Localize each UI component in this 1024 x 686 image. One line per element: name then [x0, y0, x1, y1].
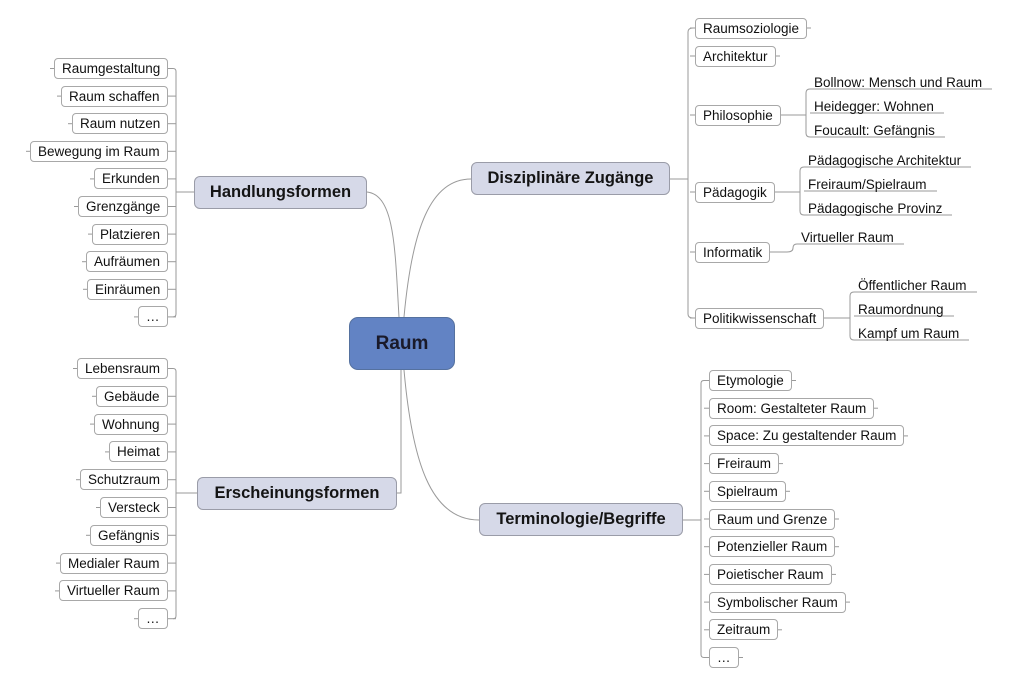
subtopic[interactable]: Foucault: Gefängnis [814, 123, 935, 138]
list-item[interactable]: Gefängnis [90, 524, 168, 546]
more-items-ellipsis[interactable]: … [709, 647, 739, 668]
list-item[interactable]: Lebensraum [77, 358, 169, 379]
branch-disziplinaere-zugaenge[interactable]: Disziplinäre Zugänge [471, 162, 670, 195]
root-to-disziplinaere-zugaenge [403, 178, 472, 318]
discipline-philosophie[interactable]: Philosophie [695, 104, 781, 126]
connector-line [687, 27, 694, 319]
discipline-architektur[interactable]: Architektur [695, 45, 776, 67]
root-to-terminologie [403, 369, 480, 521]
list-item[interactable]: Aufräumen [86, 251, 169, 273]
discipline-paedagogik[interactable]: Pädagogik [695, 181, 775, 203]
list-item[interactable]: Raum nutzen [72, 113, 169, 135]
list-item[interactable]: Gebäude [96, 385, 168, 407]
connector-line [172, 371, 177, 620]
list-item[interactable]: Zeitraum [709, 619, 779, 641]
list-item[interactable]: Platzieren [92, 223, 169, 245]
list-item[interactable]: Erkunden [94, 168, 168, 190]
discipline-informatik[interactable]: Informatik [695, 241, 771, 263]
central-topic-raum[interactable]: Raum [349, 317, 455, 370]
list-item[interactable]: Medialer Raum [60, 552, 168, 574]
list-item[interactable]: Grenzgänge [78, 196, 169, 217]
connector-line [700, 380, 705, 658]
discipline-politikwissenschaft[interactable]: Politikwissenschaft [695, 307, 825, 329]
connector-line [168, 68, 177, 72]
subtopic[interactable]: Pädagogische Provinz [808, 201, 943, 216]
subtopic[interactable]: Pädagogische Architektur [808, 153, 962, 168]
list-item[interactable]: Virtueller Raum [59, 580, 168, 602]
branch-erscheinungsformen[interactable]: Erscheinungsformen [197, 477, 397, 510]
list-item[interactable]: Schutzraum [80, 469, 169, 491]
subtopic[interactable]: Kampf um Raum [858, 326, 960, 341]
list-item[interactable]: Space: Zu gestaltender Raum [709, 425, 905, 447]
root-to-handlungsformen [366, 191, 400, 318]
list-item[interactable]: Bewegung im Raum [30, 140, 168, 162]
connector-line [799, 166, 805, 216]
list-item[interactable]: Potenzieller Raum [709, 536, 836, 558]
subtopic[interactable]: Virtueller Raum [801, 230, 894, 245]
list-item[interactable]: Raum schaffen [61, 85, 168, 107]
more-items-ellipsis[interactable]: … [138, 608, 168, 630]
list-item[interactable]: Einräumen [87, 278, 169, 300]
list-item[interactable]: Wohnung [94, 413, 168, 435]
subtopic[interactable]: Öffentlicher Raum [858, 278, 967, 293]
list-item[interactable]: Poietischer Raum [709, 563, 832, 585]
list-item[interactable]: Heimat [109, 441, 168, 463]
branch-terminologie[interactable]: Terminologie/Begriffe [479, 503, 683, 536]
list-item[interactable]: Raumgestaltung [54, 58, 169, 79]
discipline-raumsoziologie[interactable]: Raumsoziologie [695, 17, 808, 39]
subtopic[interactable]: Raumordnung [858, 302, 944, 317]
list-item[interactable]: Raum und Grenze [709, 508, 836, 530]
list-item[interactable]: Room: Gestalteter Raum [709, 397, 875, 419]
list-item[interactable]: Versteck [100, 497, 168, 518]
subtopic[interactable]: Heidegger: Wohnen [814, 99, 934, 114]
more-items-ellipsis[interactable]: … [138, 306, 168, 328]
branch-handlungsformen[interactable]: Handlungsformen [194, 176, 367, 209]
root-to-erscheinungsformen [397, 370, 402, 494]
list-item[interactable]: Freiraum [709, 453, 780, 475]
subtopic[interactable]: Freiraum/Spielraum [808, 177, 927, 192]
connector-line [770, 243, 798, 253]
connector-line [172, 71, 177, 318]
connector-line [805, 88, 811, 138]
connector-line [849, 291, 855, 341]
list-item[interactable]: Etymologie [709, 370, 792, 391]
list-item[interactable]: Symbolischer Raum [709, 591, 846, 613]
list-item[interactable]: Spielraum [709, 480, 786, 502]
connector-line [168, 368, 177, 372]
subtopic[interactable]: Bollnow: Mensch und Raum [814, 75, 983, 90]
